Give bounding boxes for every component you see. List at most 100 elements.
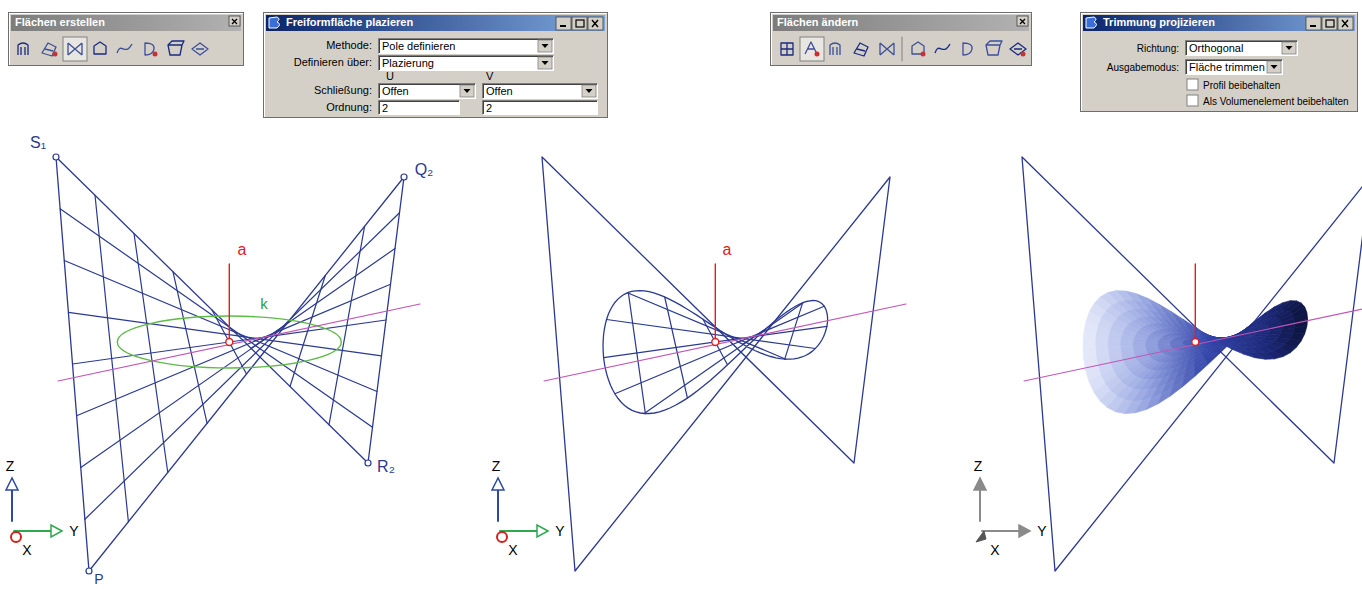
checkbox bbox=[1187, 95, 1198, 106]
icon-glyph bbox=[805, 42, 817, 54]
tool-icon bbox=[1010, 43, 1026, 57]
center-point bbox=[226, 339, 233, 346]
surface-facet bbox=[1266, 303, 1283, 315]
dropdown-button bbox=[1267, 61, 1281, 73]
x-axis-symbol bbox=[497, 532, 507, 542]
dropdown-field: Plazierung bbox=[378, 55, 554, 71]
icon-glyph bbox=[117, 44, 132, 53]
corner-point bbox=[401, 174, 407, 180]
patch-outline bbox=[1022, 157, 1362, 571]
app-logo bbox=[1086, 17, 1097, 28]
magenta-line bbox=[58, 304, 420, 381]
ruling-line bbox=[85, 213, 400, 520]
pressed-button bbox=[800, 37, 824, 61]
field-label: Schließung: bbox=[314, 84, 372, 97]
y-axis-arrow bbox=[14, 530, 51, 532]
center-point bbox=[712, 339, 719, 346]
point-label: R₂ bbox=[377, 459, 395, 475]
axis-triad bbox=[492, 478, 548, 542]
tool-icon bbox=[963, 43, 972, 55]
surface-facet bbox=[1083, 345, 1096, 358]
point-label: P bbox=[94, 572, 103, 586]
field-label: Ordnung: bbox=[326, 101, 372, 114]
axis-a bbox=[229, 264, 230, 342]
caption-button bbox=[588, 17, 603, 30]
dialog-window: Freiformfläche plazierenMethode: Definier… bbox=[263, 12, 608, 118]
surface-facet bbox=[1206, 353, 1220, 365]
window-title: Freiformfläche plazieren bbox=[286, 16, 413, 29]
icon-glyph bbox=[830, 43, 840, 55]
tool-icon bbox=[986, 41, 1002, 55]
toolbar-panel: Flächen ändern bbox=[770, 12, 1032, 66]
arrow-head bbox=[6, 478, 18, 490]
field-value: 2 bbox=[382, 102, 388, 115]
surface-facet bbox=[1108, 338, 1121, 346]
dropdown-field: Pole definieren bbox=[378, 38, 554, 54]
point-label: k bbox=[260, 296, 268, 311]
arrow-head bbox=[1019, 525, 1030, 537]
maximize-glyph bbox=[1326, 20, 1334, 27]
window-chrome bbox=[379, 101, 461, 116]
tool-icon bbox=[192, 43, 208, 55]
ruling-line bbox=[77, 284, 391, 416]
tool-icon bbox=[168, 41, 184, 55]
close-button bbox=[1017, 16, 1028, 26]
x-axis-arrow bbox=[976, 531, 986, 542]
corner-point bbox=[365, 460, 371, 466]
window-title: Flächen erstellen bbox=[15, 16, 105, 29]
dropdown-arrow bbox=[542, 44, 549, 48]
field-label: Profil beibehalten bbox=[1203, 79, 1280, 92]
z-axis-arrow bbox=[497, 490, 499, 521]
point-label: a bbox=[723, 242, 732, 258]
close-glyph bbox=[592, 20, 598, 27]
app-logo bbox=[269, 17, 280, 28]
axis-label: Y bbox=[1037, 524, 1046, 538]
caption-button bbox=[1322, 17, 1337, 30]
ruling-line bbox=[81, 249, 395, 468]
field-label: Als Volumenelement beibehalten bbox=[1203, 95, 1349, 108]
center-point bbox=[1192, 339, 1199, 346]
surface-facet bbox=[1120, 340, 1133, 346]
field-label: Methode: bbox=[326, 39, 372, 52]
toolbar-separator bbox=[902, 37, 903, 61]
icon-glyph bbox=[963, 43, 972, 55]
icon-glyph bbox=[880, 43, 894, 55]
icon-glyph bbox=[18, 43, 28, 55]
axis-triad bbox=[974, 478, 1030, 542]
point-label: Q₂ bbox=[415, 162, 434, 178]
tool-icon bbox=[781, 43, 793, 55]
dropdown-button bbox=[460, 85, 474, 97]
close-glyph bbox=[232, 19, 237, 24]
dropdown-arrow bbox=[1271, 65, 1278, 69]
dialog-window: Trimmung projizierenRichtung:Ausgabemodu… bbox=[1080, 12, 1358, 112]
axis-label: X bbox=[990, 543, 999, 557]
checkbox bbox=[1187, 79, 1198, 90]
field-label: Definieren über: bbox=[294, 56, 372, 69]
arrow-head bbox=[51, 525, 62, 537]
tool-icon bbox=[830, 43, 840, 55]
surface-facet bbox=[1195, 362, 1208, 376]
dropdown-field: Orthogonal bbox=[1185, 40, 1298, 56]
surface-facet bbox=[1182, 372, 1195, 387]
axis-label: Y bbox=[555, 524, 564, 538]
icon-glyph bbox=[781, 43, 793, 55]
icon-accent bbox=[921, 52, 926, 57]
arrow-head bbox=[537, 525, 548, 537]
minimize-glyph bbox=[1310, 25, 1316, 27]
tool-icon bbox=[18, 43, 28, 55]
patch-outline bbox=[56, 157, 404, 571]
axis-a bbox=[715, 264, 716, 342]
surface-facet bbox=[1170, 380, 1184, 396]
tool-icon bbox=[935, 44, 950, 53]
field-label: Richtung: bbox=[1137, 42, 1179, 55]
close-button bbox=[229, 16, 240, 26]
close-glyph bbox=[1020, 19, 1025, 24]
axis-a bbox=[1195, 264, 1196, 342]
y-axis-arrow bbox=[500, 530, 537, 532]
dropdown-field: Offen bbox=[482, 83, 598, 99]
dropdown-arrow bbox=[586, 89, 593, 93]
field-value: Fläche trimmen bbox=[1189, 61, 1265, 74]
pressed-button bbox=[63, 37, 87, 61]
dropdown-button bbox=[582, 85, 596, 97]
